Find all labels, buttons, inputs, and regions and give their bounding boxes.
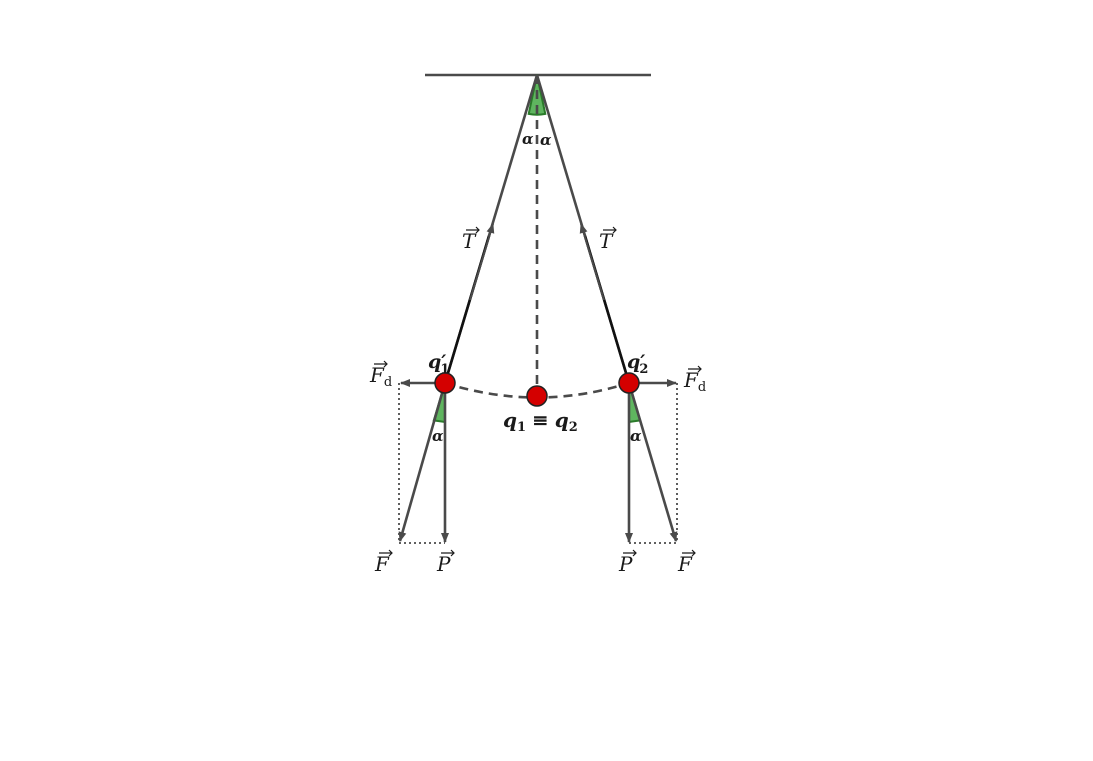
force-label-left: F [374, 549, 393, 576]
angle-label-top-right: α [540, 131, 552, 149]
tension-label-right: T [599, 226, 617, 253]
force-label-right: F [677, 549, 696, 576]
tension-vector-right [579, 223, 605, 301]
svg-text:Fd: Fd [369, 363, 392, 390]
charge-left [434, 372, 456, 394]
electric-force-label-left: Fd [369, 360, 392, 390]
weight-label-right: P [618, 549, 637, 576]
angle-label-top-left: α [522, 130, 534, 148]
svg-text:Fd: Fd [683, 368, 706, 395]
svg-text:F: F [677, 552, 693, 576]
svg-text:T: T [462, 229, 477, 253]
charge-label-left: q′1 [428, 351, 449, 377]
charge-center [526, 385, 548, 407]
charge-right [618, 372, 640, 394]
tension-label-left: T [462, 226, 480, 253]
resultant-force-vector-left [398, 382, 447, 542]
charge-label-right: q′2 [627, 351, 648, 377]
svg-text:P: P [618, 552, 633, 576]
equivalence-label: q1≡q2 [503, 408, 578, 435]
weight-label-left: P [436, 549, 455, 576]
angle-label-bottom-right: α [630, 427, 642, 445]
svg-text:F: F [374, 552, 390, 576]
resultant-force-vector-right [627, 382, 678, 542]
angle-label-bottom-left: α [432, 427, 444, 445]
tension-vector-left [469, 223, 495, 301]
svg-text:T: T [599, 229, 614, 253]
electric-force-label-right: Fd [683, 365, 706, 395]
svg-text:P: P [436, 552, 451, 576]
